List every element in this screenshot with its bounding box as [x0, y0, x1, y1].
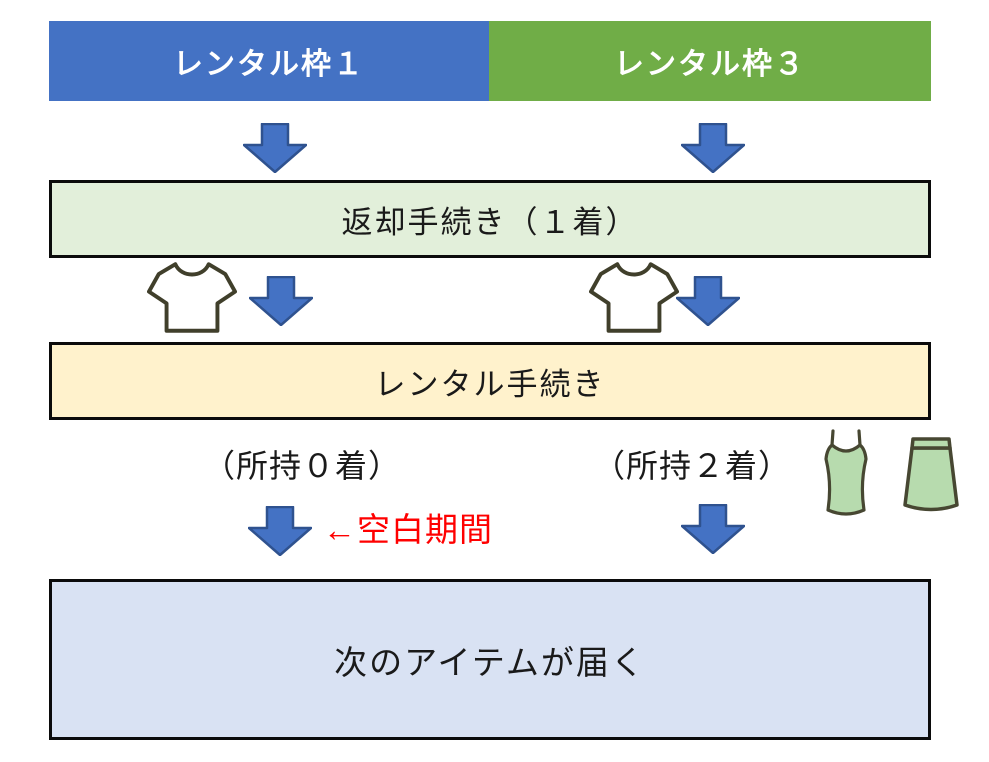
down-arrow-icon	[681, 123, 745, 173]
blank-period-label: ←空白期間	[323, 511, 493, 548]
skirt-icon	[899, 435, 963, 517]
header-rental-slot-3-label: レンタル枠３	[614, 48, 806, 81]
header-rental-slot-3: レンタル枠３	[489, 21, 931, 101]
step-next-item-arrives-label: 次のアイテムが届く	[334, 643, 646, 681]
step-next-item-arrives: 次のアイテムが届く	[49, 579, 931, 740]
possession-count-left: （所持０着）	[202, 448, 401, 484]
possession-count-right: （所持２着）	[592, 448, 791, 484]
down-arrow-icon	[249, 276, 313, 326]
tshirt-icon	[589, 261, 679, 334]
down-arrow-icon	[243, 123, 307, 173]
down-arrow-icon	[248, 506, 312, 556]
step-rental-procedure-label: レンタル手続き	[374, 366, 606, 402]
header-rental-slot-1-label: レンタル枠１	[173, 48, 365, 81]
tshirt-icon	[147, 261, 237, 334]
header-rental-slot-1: レンタル枠１	[49, 21, 489, 101]
camisole-icon	[821, 428, 871, 520]
blank-period-note: ←空白期間	[323, 506, 493, 548]
down-arrow-icon	[676, 276, 740, 326]
down-arrow-icon	[681, 504, 745, 554]
step-rental-procedure: レンタル手続き	[49, 342, 931, 420]
step-return-procedure: 返却手続き（１着）	[49, 180, 931, 258]
step-return-procedure-label: 返却手続き（１着）	[341, 204, 639, 240]
